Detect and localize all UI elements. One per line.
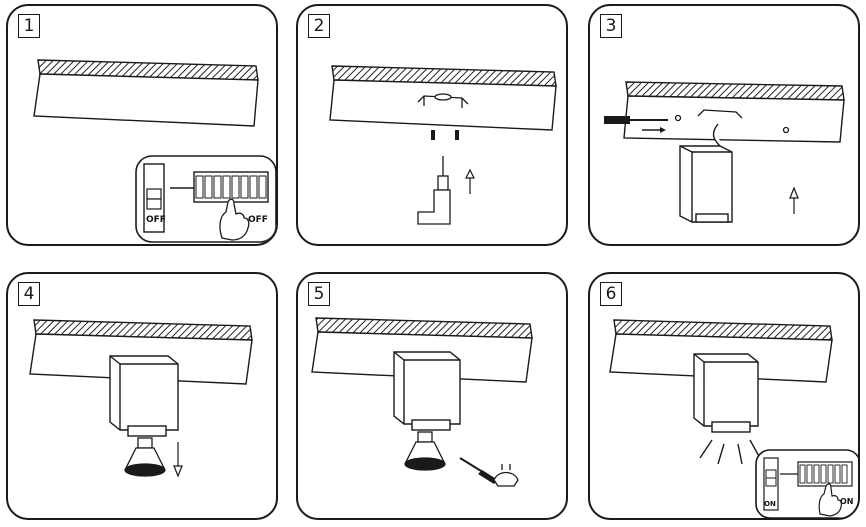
switch-off-label: OFF [146, 215, 166, 225]
switch-on-label: ON [764, 500, 776, 508]
step-1-number: 1 [18, 14, 40, 38]
breaker-off-label: OFF [248, 215, 268, 225]
step-3-panel: 3 [588, 4, 860, 246]
step-4-panel: 4 [6, 272, 278, 520]
step-2-number: 2 [308, 14, 330, 38]
step-2-illustration [329, 65, 557, 225]
light-fixture-body [109, 355, 179, 437]
mounting-bracket [417, 93, 469, 108]
step-4-number: 4 [18, 282, 40, 306]
light-rays-icon [699, 439, 761, 465]
step-3-number: 3 [600, 14, 622, 38]
screwdriver-icon [459, 457, 498, 484]
upward-arrow [789, 186, 799, 214]
step-1-illustration: OFF OFF [33, 59, 276, 243]
drill-icon [417, 156, 451, 225]
ceiling-slab [33, 59, 259, 127]
breaker-on-label: ON [840, 497, 854, 506]
light-fixture-body [679, 123, 733, 223]
gu10-bulb-icon [404, 431, 446, 471]
breaker-inset: ON ON [755, 449, 858, 518]
step-3-illustration [604, 81, 845, 223]
step-1-panel: 1 OFF OFF [6, 4, 278, 246]
step-5-illustration [311, 317, 533, 487]
screwdriver-icon [604, 116, 668, 133]
step-6-illustration: ON ON [609, 319, 858, 518]
step-5-number: 5 [308, 282, 330, 306]
step-6-number: 6 [600, 282, 622, 306]
step-4-illustration [29, 319, 253, 478]
mounting-bracket [674, 109, 790, 134]
step-2-panel: 2 [296, 4, 568, 246]
light-fixture-body [693, 353, 759, 433]
screws [431, 130, 459, 140]
gu10-bulb-icon [124, 437, 166, 477]
downward-arrow [173, 442, 183, 478]
step-5-panel: 5 [296, 272, 568, 520]
step-6-panel: 6 [588, 272, 860, 520]
breaker-inset: OFF OFF [135, 155, 276, 243]
light-fixture-body [393, 351, 461, 431]
upward-arrow [465, 168, 475, 194]
glass-cover-icon [493, 464, 519, 487]
ceiling-slab [329, 65, 557, 131]
